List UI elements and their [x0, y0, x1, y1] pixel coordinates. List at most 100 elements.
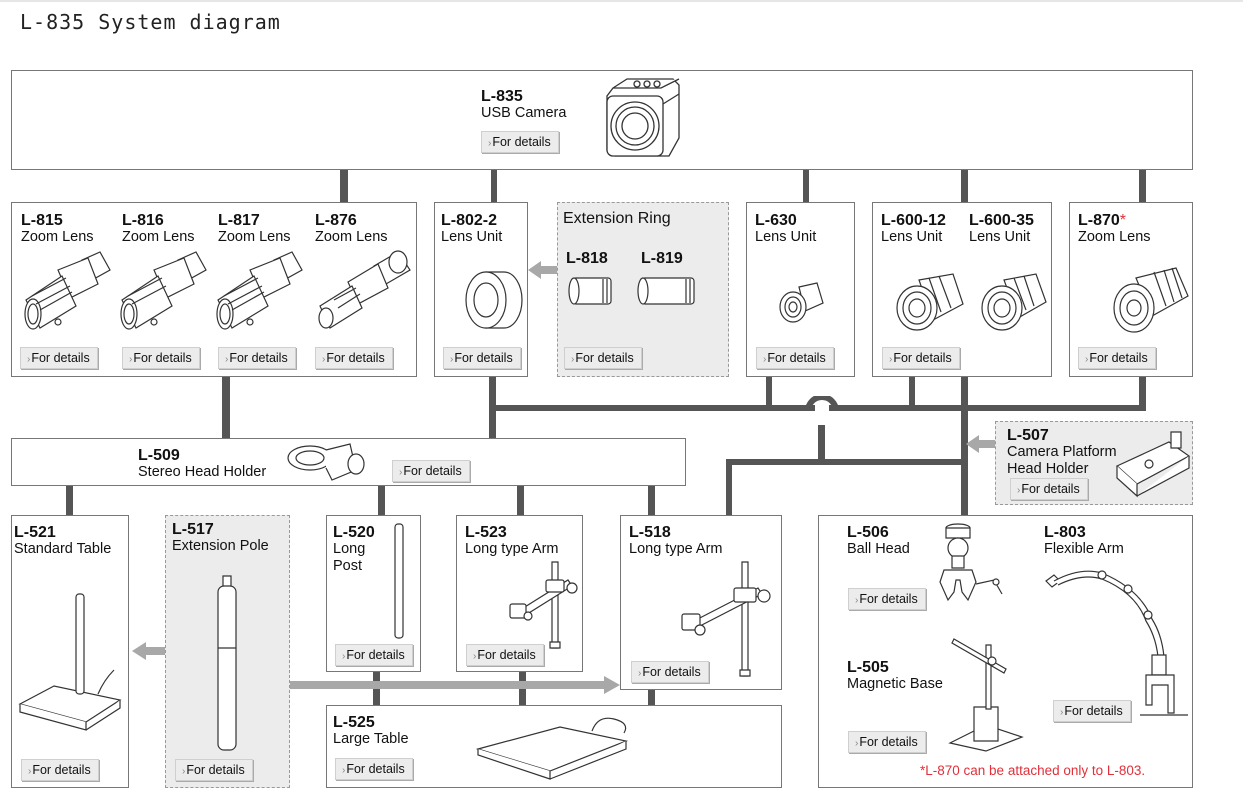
long-post-icon: [392, 522, 406, 640]
extension-ring-icon: [636, 275, 700, 307]
chevron-right-icon: ›: [855, 738, 859, 749]
product-code: L-506: [847, 524, 889, 541]
for-details-button[interactable]: ›For details: [20, 347, 98, 369]
product-code: L-600-35: [969, 212, 1034, 229]
chevron-right-icon: ›: [322, 354, 326, 365]
top-rule: [0, 0, 1243, 2]
long-type-arm-box: [620, 515, 782, 690]
usb-camera-icon: [595, 76, 681, 162]
chevron-right-icon: ›: [763, 354, 767, 365]
for-details-button[interactable]: ›For details: [218, 347, 296, 369]
product-desc: USB Camera: [481, 105, 567, 121]
for-details-button[interactable]: ›For details: [21, 759, 99, 781]
chevron-right-icon: ›: [1017, 485, 1021, 496]
ball-head-icon: [936, 522, 1008, 614]
chevron-right-icon: ›: [450, 354, 454, 365]
for-details-button[interactable]: ›For details: [335, 644, 413, 666]
product-code: L-507: [1007, 427, 1049, 444]
product-code: L-802-2: [441, 212, 498, 229]
zoom-lens-icon: [114, 248, 209, 334]
product-code: L-818: [566, 250, 608, 267]
for-details-button[interactable]: ›For details: [481, 131, 559, 153]
chevron-right-icon: ›: [28, 766, 32, 777]
chevron-right-icon: ›: [182, 766, 186, 777]
product-desc: Magnetic Base: [847, 676, 943, 692]
for-details-button[interactable]: ›For details: [756, 347, 834, 369]
product-code: L-525: [333, 714, 375, 731]
long-type-arm-icon: [676, 560, 772, 680]
camera-box: [11, 70, 1193, 170]
chevron-right-icon: ›: [571, 354, 575, 365]
zoom-lens-icon: [210, 248, 305, 334]
product-code: L-600-12: [881, 212, 946, 229]
product-code: L-509: [138, 447, 180, 464]
product-code: L-835: [481, 88, 523, 105]
product-code: L-876: [315, 212, 357, 229]
zoom-lens-icon: [1108, 266, 1190, 336]
product-code: L-523: [465, 524, 507, 541]
for-details-button[interactable]: ›For details: [848, 588, 926, 610]
for-details-button[interactable]: ›For details: [631, 661, 709, 683]
product-code: L-505: [847, 659, 889, 676]
product-code: L-630: [755, 212, 797, 229]
for-details-button[interactable]: ›For details: [175, 759, 253, 781]
product-code: L-803: [1044, 524, 1086, 541]
magnetic-base-icon: [946, 633, 1026, 753]
product-code: L-521: [14, 524, 56, 541]
arrow-left-icon: [132, 642, 166, 660]
product-desc: Long type Arm: [629, 541, 723, 557]
product-code: L-817: [218, 212, 260, 229]
chevron-right-icon: ›: [473, 651, 477, 662]
long-type-arm-icon: [506, 556, 582, 652]
arrow-left-icon: [528, 261, 558, 279]
product-desc: Zoom Lens: [1078, 229, 1151, 245]
product-desc: Extension Pole: [172, 538, 269, 554]
chevron-right-icon: ›: [342, 765, 346, 776]
extension-pole-icon: [212, 574, 242, 752]
for-details-button[interactable]: ›For details: [443, 347, 521, 369]
for-details-button[interactable]: ›For details: [848, 731, 926, 753]
chevron-right-icon: ›: [342, 651, 346, 662]
chevron-right-icon: ›: [488, 138, 492, 149]
lens-unit-icon: [777, 281, 825, 325]
chevron-right-icon: ›: [225, 354, 229, 365]
product-code: L-815: [21, 212, 63, 229]
for-details-button[interactable]: ›For details: [564, 347, 642, 369]
arrow-left-icon: [966, 435, 996, 453]
for-details-button[interactable]: ›For details: [1010, 478, 1088, 500]
chevron-right-icon: ›: [889, 354, 893, 365]
lens-unit-icon: [460, 268, 522, 332]
product-desc: Long: [333, 541, 366, 557]
for-details-button[interactable]: ›For details: [466, 644, 544, 666]
zoom-lens-icon: [18, 248, 113, 334]
stereo-head-holder-icon: [286, 440, 368, 484]
lens-unit-icon: [893, 270, 965, 334]
asterisk-mark: *: [1119, 212, 1127, 229]
product-desc: Zoom Lens: [315, 229, 388, 245]
product-desc: Camera Platform: [1007, 444, 1117, 460]
for-details-button[interactable]: ›For details: [882, 347, 960, 369]
product-desc: Lens Unit: [969, 229, 1031, 245]
arrow-right-icon: [289, 676, 620, 694]
chevron-right-icon: ›: [27, 354, 31, 365]
chevron-right-icon: ›: [638, 668, 642, 679]
product-desc: Lens Unit: [881, 229, 943, 245]
large-table-icon: [474, 709, 636, 783]
product-desc: Zoom Lens: [218, 229, 291, 245]
chevron-right-icon: ›: [1060, 707, 1064, 718]
product-code: L-816: [122, 212, 164, 229]
for-details-button[interactable]: ›For details: [1078, 347, 1156, 369]
for-details-button[interactable]: ›For details: [122, 347, 200, 369]
extension-ring-icon: [567, 275, 617, 307]
for-details-button[interactable]: ›For details: [335, 758, 413, 780]
product-desc: Zoom Lens: [122, 229, 195, 245]
chevron-right-icon: ›: [1085, 354, 1089, 365]
product-desc: Ball Head: [847, 541, 910, 557]
for-details-button[interactable]: ›For details: [1053, 700, 1131, 722]
extension-ring-title: Extension Ring: [563, 210, 671, 227]
product-desc: Lens Unit: [441, 229, 503, 245]
for-details-button[interactable]: ›For details: [392, 460, 470, 482]
standard-table-box: [11, 515, 129, 788]
for-details-button[interactable]: ›For details: [315, 347, 393, 369]
product-desc: Long type Arm: [465, 541, 559, 557]
